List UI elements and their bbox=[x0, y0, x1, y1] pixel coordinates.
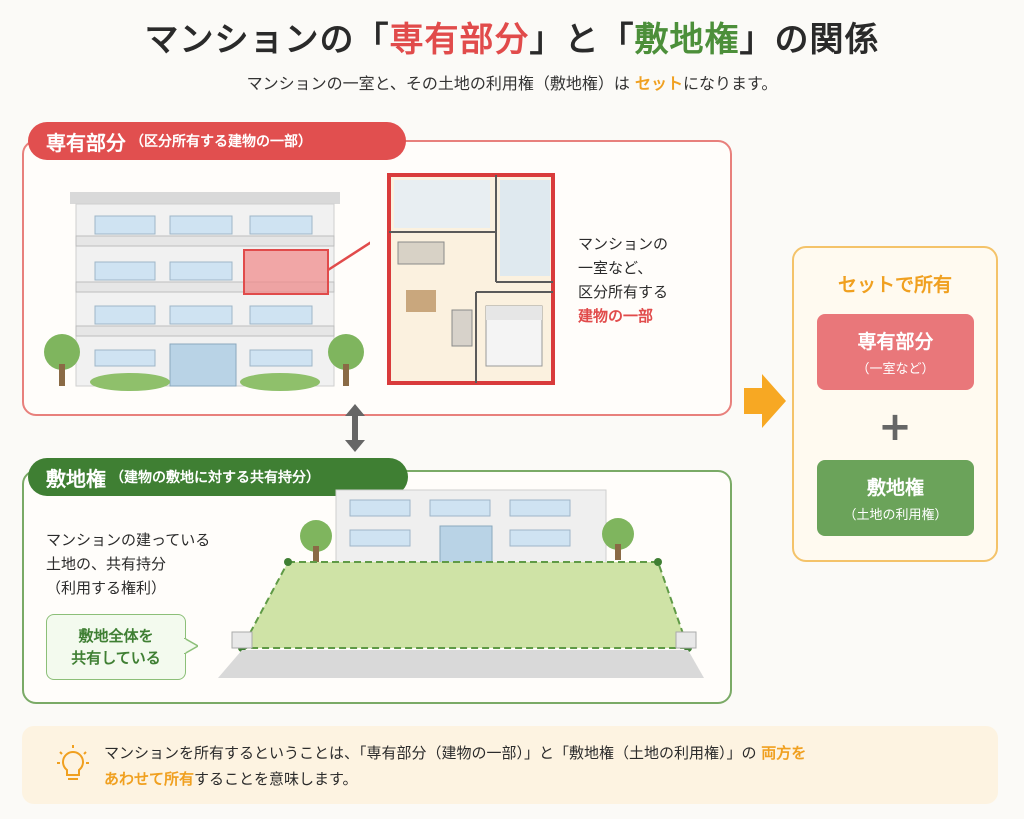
set-ownership-title: セットで所有 bbox=[837, 274, 952, 296]
right-arrow-icon bbox=[744, 374, 786, 428]
bubble-tail bbox=[184, 638, 198, 654]
shikichi-panel-header: 敷地権 （建物の敷地に対する共有持分） bbox=[28, 458, 408, 496]
floor-plan-illustration bbox=[387, 173, 555, 385]
set-card-shikichi: 敷地権 （土地の利用権） bbox=[817, 460, 974, 536]
senyu-description: マンションの 一室など、 区分所有する 建物の一部 bbox=[578, 232, 668, 328]
subtitle-accent: セット bbox=[635, 74, 684, 93]
footer-note bbox=[22, 726, 998, 804]
land-illustration bbox=[218, 489, 704, 678]
page-subtitle: マンションの一室と、その土地の利用権（敷地権）は セットになります。 bbox=[246, 74, 778, 93]
building-illustration bbox=[44, 192, 370, 391]
title-shikichi: 敷地権 bbox=[634, 20, 740, 60]
shikichi-header-sub: （建物の敷地に対する共有持分） bbox=[110, 470, 320, 486]
title-senyu: 専有部分 bbox=[389, 20, 530, 60]
page-title: マンションの「専有部分」と「敷地権」の関係 bbox=[144, 20, 880, 60]
shared-land-bubble: 敷地全体を 共有している bbox=[46, 614, 186, 680]
senyu-header-main: 専有部分 bbox=[46, 130, 126, 155]
shikichi-header-main: 敷地権 bbox=[46, 466, 106, 491]
plus-icon: + bbox=[878, 404, 912, 450]
senyu-header-sub: （区分所有する建物の一部） bbox=[130, 134, 312, 150]
senyu-description-highlight: 建物の一部 bbox=[578, 307, 654, 325]
shikichi-description: マンションの建っている 土地の、共有持分 （利用する権利） bbox=[46, 531, 211, 597]
footer-text: マンションを所有するということは、「専有部分（建物の一部）」と「敷地権（土地の利… bbox=[104, 744, 807, 788]
lightbulb-icon bbox=[57, 745, 89, 780]
double-arrow-icon bbox=[345, 404, 365, 452]
senyu-panel-header: 専有部分 （区分所有する建物の一部） bbox=[28, 122, 406, 160]
set-card-senyu: 専有部分 （一室など） bbox=[817, 314, 974, 390]
